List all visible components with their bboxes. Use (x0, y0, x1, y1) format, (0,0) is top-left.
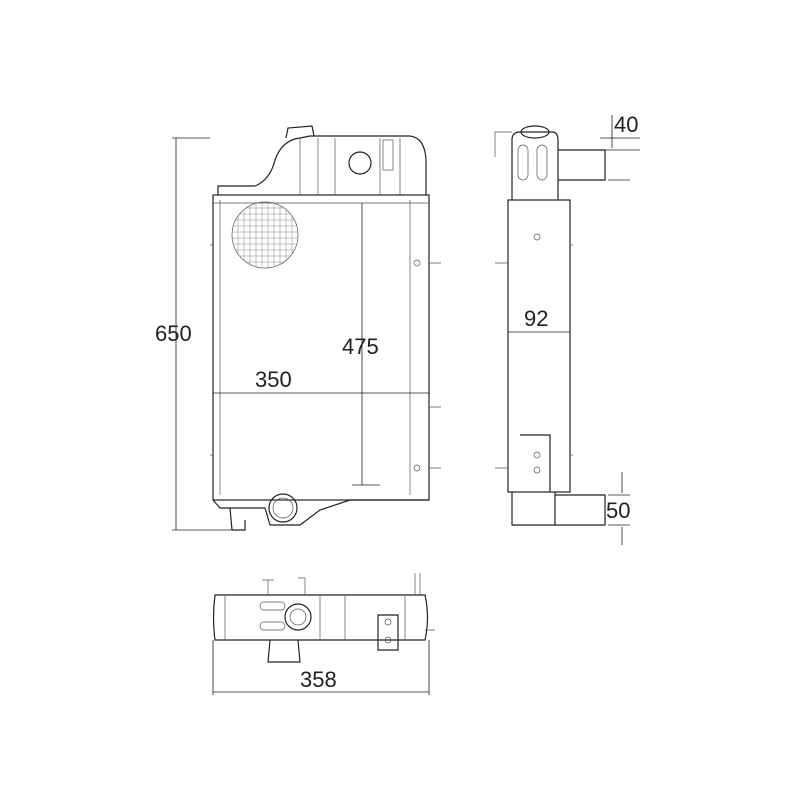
side-top-tank (511, 131, 559, 200)
dim-line-40 (600, 115, 640, 181)
dim-upper-hose: 40 (614, 112, 638, 137)
bottom-outlet (267, 639, 301, 663)
bottom-tank-plan (212, 594, 429, 641)
lower-hose (555, 494, 606, 526)
cooler-grid (231, 201, 299, 269)
mount-bracket (377, 614, 399, 651)
dim-line-50 (608, 472, 630, 545)
side-core (507, 199, 571, 493)
dim-line-475 (352, 203, 380, 486)
side-bottom-tank (511, 434, 556, 526)
front-view: 650 475 350 (155, 125, 441, 531)
dim-line-650 (172, 137, 235, 531)
bottom-view: 358 (212, 573, 435, 695)
dim-overall-height: 650 (155, 321, 192, 346)
dim-overall-width: 358 (300, 667, 337, 692)
dim-core-width: 350 (255, 367, 292, 392)
dim-lower-hose: 50 (606, 498, 630, 523)
bottom-tank (212, 499, 429, 526)
dim-depth: 92 (524, 306, 548, 331)
radiator-core (212, 194, 430, 501)
top-tank (217, 135, 427, 195)
dim-line-358 (212, 640, 430, 695)
side-view: 92 40 50 (494, 112, 640, 545)
dim-core-height: 475 (342, 334, 379, 359)
filler-cap (285, 125, 315, 139)
upper-hose (558, 149, 606, 181)
